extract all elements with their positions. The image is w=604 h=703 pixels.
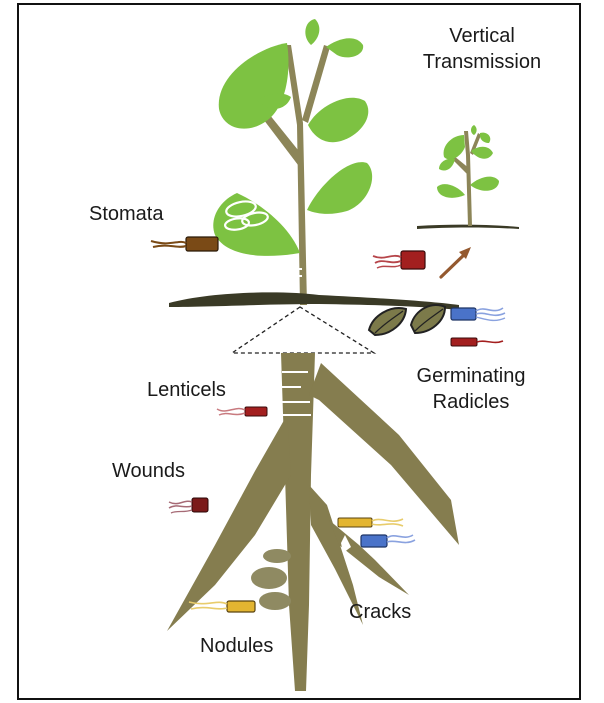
figure-frame: Vertical Transmission Stomata Lenticels … (17, 3, 581, 700)
seed-icon (411, 305, 445, 333)
leaf-icon (439, 158, 455, 170)
bacterium-icon (361, 535, 415, 547)
nodule (263, 549, 291, 563)
label-wounds: Wounds (112, 458, 185, 484)
label-vertical-transmission-line1: Vertical (417, 23, 547, 49)
leaf-icon (307, 162, 372, 214)
bacterium-icon (189, 601, 255, 612)
leaf-icon (326, 38, 363, 57)
label-lenticels: Lenticels (147, 377, 226, 403)
label-cracks-text: Cracks (349, 599, 411, 625)
bacterium-icon (451, 308, 505, 320)
label-nodules: Nodules (200, 633, 273, 659)
label-lenticels-text: Lenticels (147, 377, 226, 403)
leaf-icon (480, 133, 490, 143)
zoom-indicator (232, 307, 374, 353)
label-germinating-radicles: Germinating Radicles (405, 363, 537, 415)
leaf-icon (305, 19, 319, 45)
label-cracks: Cracks (349, 599, 411, 625)
nodule (259, 592, 291, 610)
leaf-icon (470, 177, 499, 191)
label-stomata: Stomata (89, 201, 163, 227)
leaf-icon (308, 98, 368, 143)
bacterium-icon (451, 338, 503, 346)
label-germinating-radicles-line1: Germinating (405, 363, 537, 389)
arrow-icon (441, 247, 471, 277)
soil-line (169, 292, 459, 310)
leaf-icon (437, 184, 465, 198)
seedling (417, 125, 519, 229)
bacterium-icon (338, 518, 403, 527)
nodule (251, 567, 287, 589)
label-nodules-text: Nodules (200, 633, 273, 659)
label-vertical-transmission: Vertical Transmission (417, 23, 547, 75)
bacterium-icon (217, 407, 267, 416)
main-shoot (213, 19, 372, 305)
leaf-icon (444, 135, 465, 159)
label-stomata-text: Stomata (89, 201, 163, 227)
bacterium-icon (151, 237, 218, 251)
seed-icon (369, 308, 406, 335)
leaf-icon (471, 125, 477, 135)
bacterium-icon (373, 251, 425, 269)
bacterium-icon (169, 498, 208, 513)
label-wounds-text: Wounds (112, 458, 185, 484)
leaf-icon (219, 43, 289, 129)
label-germinating-radicles-line2: Radicles (405, 389, 537, 415)
label-vertical-transmission-line2: Transmission (417, 49, 547, 75)
plant-entry-routes-diagram (19, 5, 579, 698)
